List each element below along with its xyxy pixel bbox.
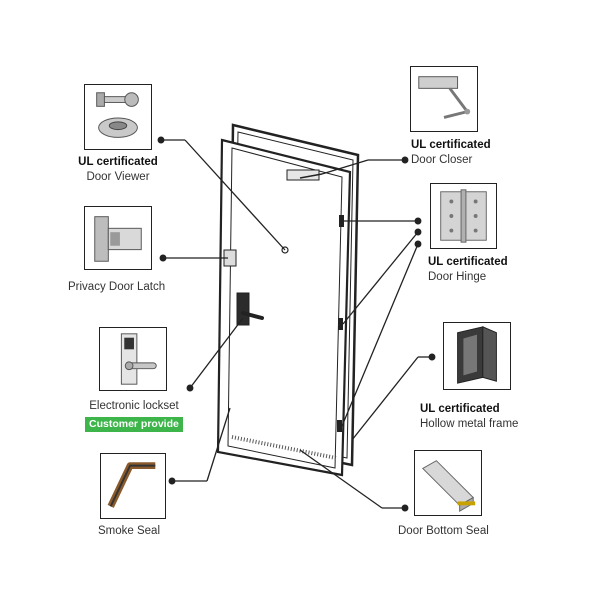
door-viewer-cert: UL certificated	[78, 156, 158, 168]
door-leaf-edge	[227, 147, 343, 469]
privacy-latch-label: Privacy Door Latch	[68, 280, 165, 295]
door-leaf	[216, 138, 352, 477]
door-viewer-label: UL certificated Door Viewer	[60, 155, 176, 185]
door-hinge-icon	[440, 189, 487, 243]
metal-frame-cert: UL certificated	[420, 403, 500, 415]
door-viewer-thumbnail	[84, 84, 152, 150]
metal-frame-label: UL certificated Hollow metal frame	[420, 402, 518, 432]
bottom-seal-label: Door Bottom Seal	[398, 524, 489, 539]
lockset-mark	[236, 292, 250, 326]
smoke-seal-thumbnail	[100, 453, 166, 519]
door-closer-icon	[418, 76, 471, 119]
door-hinge-name: Door Hinge	[428, 271, 487, 283]
lockset-label: Electronic lockset	[76, 399, 192, 414]
door-viewer-name: Door Viewer	[86, 171, 150, 183]
hinge-mark-bottom	[337, 420, 342, 432]
door-viewer-icon	[96, 92, 139, 138]
metal-frame-name: Hollow metal frame	[420, 418, 519, 430]
door-closer-thumbnail	[410, 66, 478, 132]
door-closer-label: UL certificated Door Closer	[411, 138, 491, 168]
metal-frame-thumbnail	[443, 322, 511, 390]
privacy-latch-name: Privacy Door Latch	[68, 281, 166, 293]
privacy-latch-icon	[94, 216, 142, 262]
bottom-seal-thumbnail	[414, 450, 482, 516]
smoke-seal-icon	[107, 462, 156, 508]
lockset-thumbnail	[99, 327, 167, 391]
hinge-mark-middle	[338, 318, 343, 330]
bottom-seal-name: Door Bottom Seal	[398, 525, 489, 537]
smoke-seal-label: Smoke Seal	[98, 524, 160, 539]
door-hinge-thumbnail	[430, 183, 497, 249]
door-closer-name: Door Closer	[411, 154, 473, 166]
door-closer-cert: UL certificated	[411, 139, 491, 151]
customer-provide-badge: Customer provide	[85, 417, 183, 432]
door-hinge-cert: UL certificated	[428, 256, 508, 268]
lockset-icon	[120, 333, 157, 385]
bottom-seal-icon	[421, 460, 476, 512]
privacy-latch-thumbnail	[84, 206, 152, 270]
door-hinge-label: UL certificated Door Hinge	[428, 255, 508, 285]
metal-frame-icon	[457, 326, 497, 384]
lockset-name: Electronic lockset	[89, 400, 179, 412]
smoke-seal-name: Smoke Seal	[98, 525, 161, 537]
hinge-mark-top	[339, 215, 344, 227]
leader-lines	[157, 136, 436, 512]
